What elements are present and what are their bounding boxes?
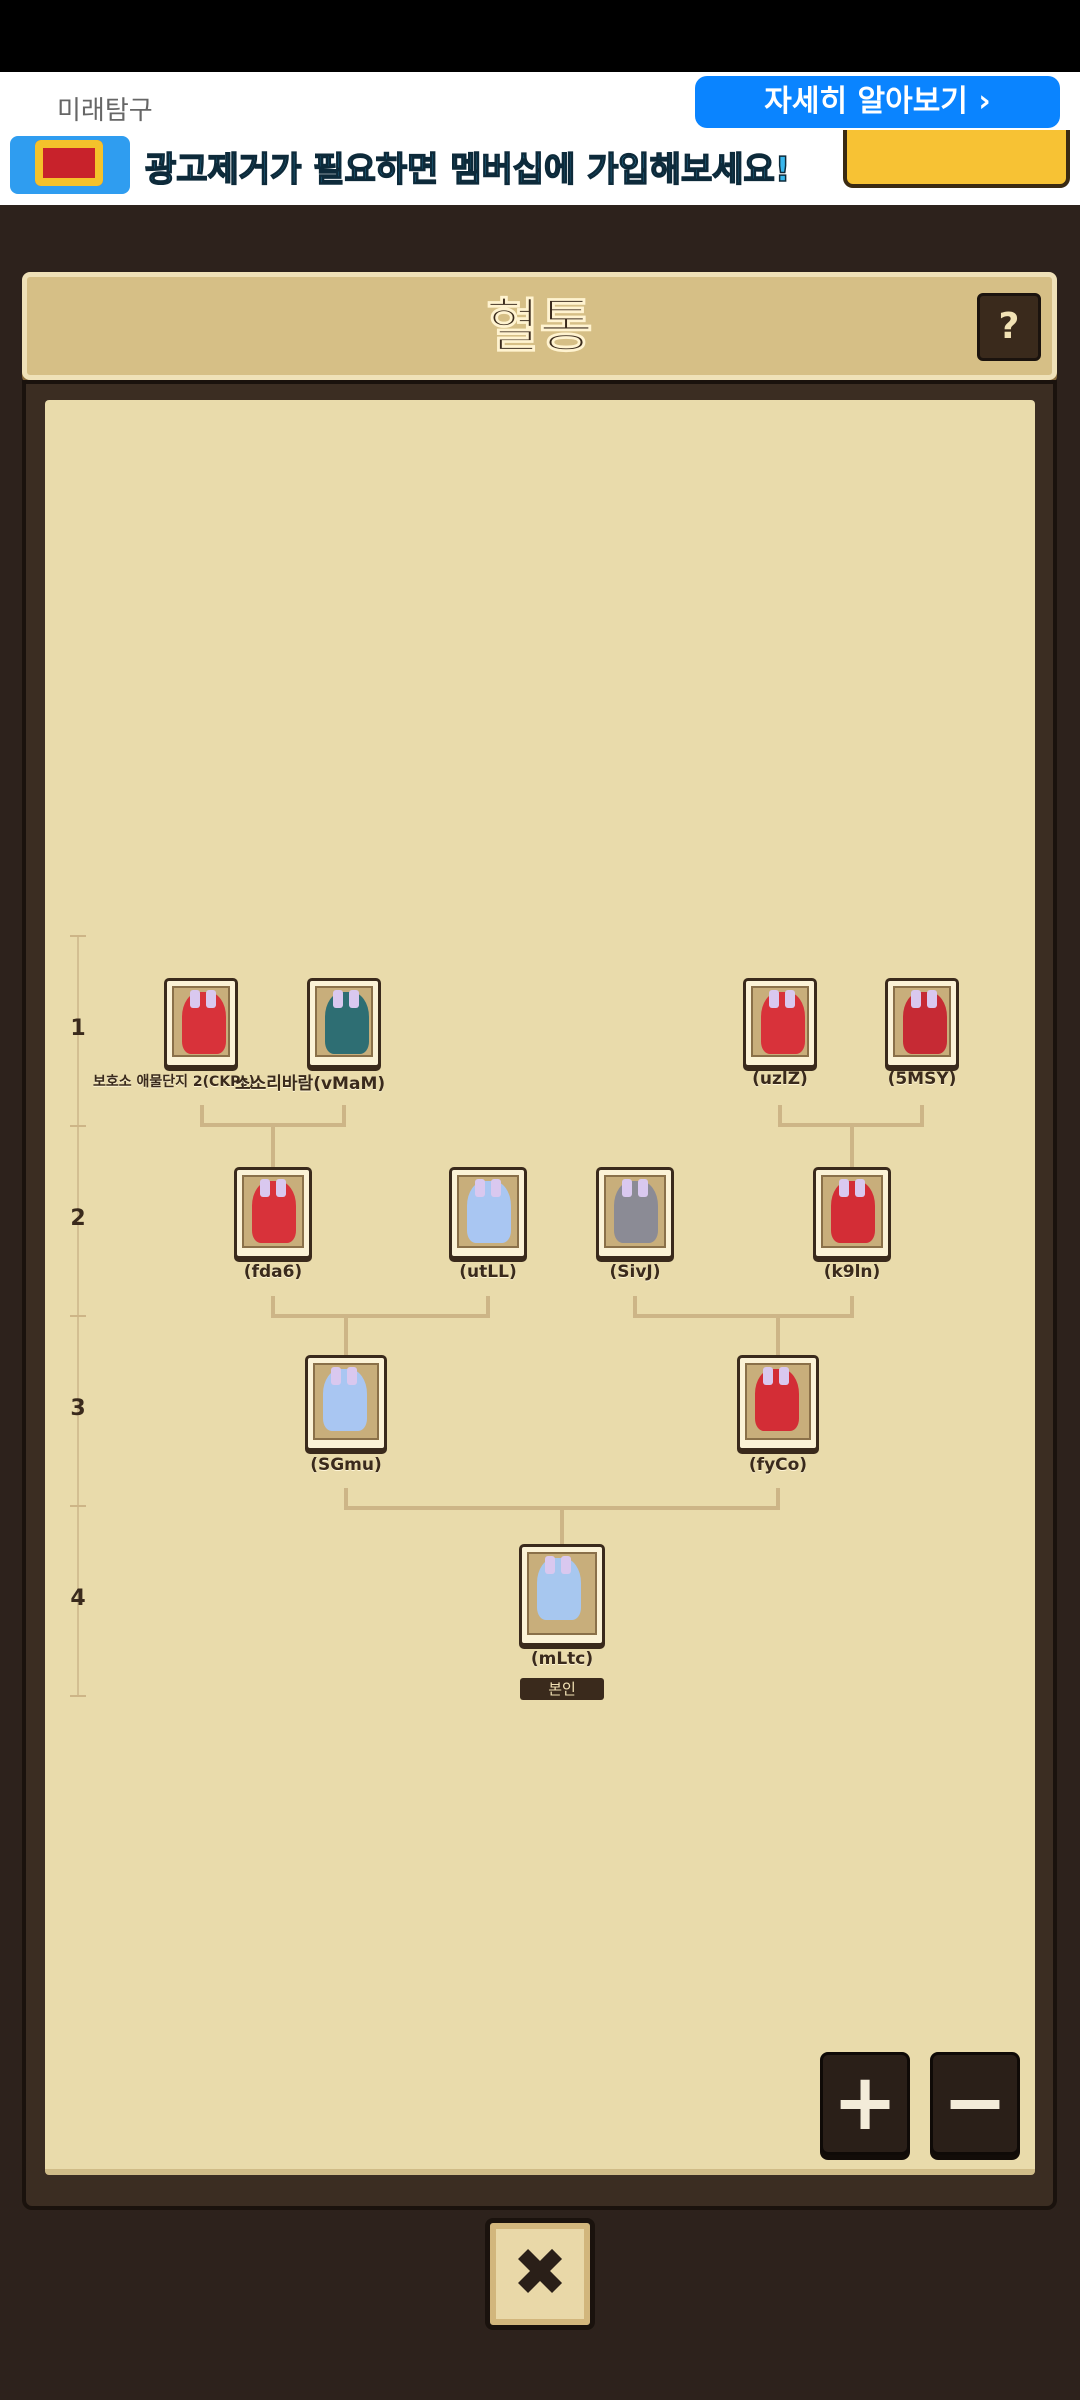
zoom-out-button[interactable]: − — [930, 2052, 1020, 2155]
pet-name: (k9ln) — [823, 1262, 881, 1282]
membership-button[interactable] — [843, 130, 1070, 188]
ad-brand: 미래탐구 — [57, 96, 153, 126]
level-label: 2 — [70, 1206, 86, 1231]
connector — [633, 1314, 854, 1318]
axis-tick — [70, 1125, 86, 1127]
connector — [486, 1296, 490, 1318]
pet-card-self[interactable] — [519, 1544, 605, 1646]
pet-card[interactable] — [305, 1355, 387, 1451]
connector — [342, 1105, 346, 1127]
pet-card[interactable] — [737, 1355, 819, 1451]
pet-card[interactable] — [307, 978, 381, 1068]
pet-card[interactable] — [743, 978, 817, 1068]
axis-tick — [70, 1505, 86, 1507]
connector — [344, 1488, 348, 1510]
pet-name: (utLL) — [459, 1262, 517, 1282]
pet-portrait — [467, 1179, 511, 1243]
ad-learn-more-button[interactable]: 자세히 알아보기 › — [695, 76, 1060, 128]
pet-name: (fyCo) — [748, 1455, 808, 1475]
level-label: 1 — [70, 1016, 86, 1041]
membership-banner[interactable]: 광고제거가 필요하면 멤버십에 가입해보세요! — [0, 130, 1080, 205]
connector — [850, 1296, 854, 1318]
pet-portrait — [325, 990, 369, 1054]
ad-banner[interactable]: 미래탐구 자세히 알아보기 › 광고제거가 필요하면 멤버십에 가입해보세요! — [0, 72, 1080, 205]
pet-card[interactable] — [596, 1167, 674, 1259]
level-label: 3 — [70, 1396, 86, 1421]
pet-portrait — [252, 1179, 296, 1243]
pet-name: 소소리바람(vMaM) — [235, 1074, 386, 1094]
pet-portrait — [537, 1556, 581, 1620]
pet-name: (SGmu) — [310, 1455, 382, 1475]
pet-name: (SivJ) — [609, 1262, 661, 1282]
connector — [200, 1105, 204, 1127]
pet-card[interactable] — [164, 978, 238, 1068]
pet-card[interactable] — [234, 1167, 312, 1259]
pet-portrait — [182, 990, 226, 1054]
membership-text: 광고제거가 필요하면 멤버십에 가입해보세요! — [144, 149, 791, 191]
pet-portrait — [831, 1179, 875, 1243]
connector — [271, 1123, 275, 1167]
help-button[interactable]: ? — [977, 293, 1041, 361]
pet-portrait — [755, 1367, 799, 1431]
zoom-in-button[interactable]: + — [820, 2052, 910, 2155]
level-label: 4 — [70, 1586, 86, 1611]
connector — [560, 1506, 564, 1544]
axis-tick — [70, 935, 86, 937]
pet-card[interactable] — [813, 1167, 891, 1259]
pet-portrait — [614, 1179, 658, 1243]
connector — [633, 1296, 637, 1318]
title-panel: 혈통 ? — [22, 272, 1057, 380]
self-badge: 본인 — [520, 1678, 604, 1700]
connector — [920, 1105, 924, 1127]
pet-name: (fda6) — [243, 1262, 303, 1282]
pet-name: 보호소 애물단지 2(CKPs) — [93, 1074, 255, 1090]
pet-name: (uzlZ) — [752, 1069, 808, 1089]
connector — [271, 1296, 275, 1318]
pedigree-canvas[interactable] — [45, 400, 1035, 2175]
pet-portrait — [903, 990, 947, 1054]
close-button[interactable]: ✖ — [485, 2218, 595, 2330]
pet-name: (5MSY) — [887, 1069, 957, 1089]
connector — [271, 1314, 490, 1318]
axis-tick — [70, 1695, 86, 1697]
pet-card[interactable] — [885, 978, 959, 1068]
pet-name: (mLtc) — [530, 1649, 594, 1669]
connector — [778, 1105, 782, 1127]
connector — [776, 1314, 780, 1356]
connector — [776, 1488, 780, 1510]
connector — [850, 1123, 854, 1167]
pet-portrait — [761, 990, 805, 1054]
connector — [344, 1314, 348, 1356]
axis-tick — [70, 1315, 86, 1317]
page-title: 혈통 — [486, 292, 594, 361]
status-bar — [0, 0, 1080, 72]
app-icon — [10, 136, 130, 194]
pet-portrait — [323, 1367, 367, 1431]
pet-card[interactable] — [449, 1167, 527, 1259]
